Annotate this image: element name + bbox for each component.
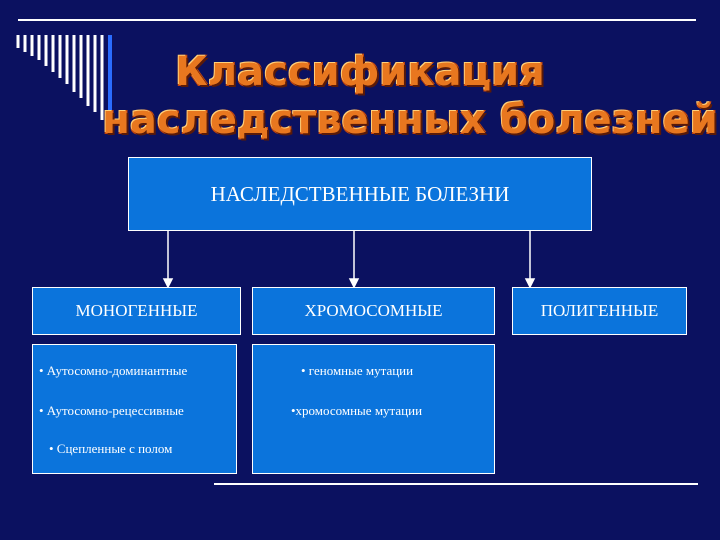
- root-node: НАСЛЕДСТВЕННЫЕ БОЛЕЗНИ: [128, 157, 592, 231]
- slide-title-line2: наследственных болезней: [102, 97, 718, 143]
- category-label: ХРОМОСОМНЫЕ: [304, 301, 443, 320]
- root-label: НАСЛЕДСТВЕННЫЕ БОЛЕЗНИ: [210, 181, 510, 206]
- list-item: • Сцепленные с полом: [49, 441, 173, 456]
- category-monogenic: МОНОГЕННЫЕ: [32, 287, 241, 335]
- list-item: • Аутосомно-рецессивные: [39, 403, 184, 418]
- chromosomal-list: • геномные мутации •хромосомные мутации: [252, 344, 495, 474]
- category-polygenic: ПОЛИГЕННЫЕ: [512, 287, 687, 335]
- list-item: • геномные мутации: [301, 363, 414, 378]
- list-item: •хромосомные мутации: [291, 403, 423, 418]
- slide-title-line1: Классификация: [175, 49, 545, 95]
- list-item: • Аутосомно-доминантные: [39, 363, 188, 378]
- category-label: МОНОГЕННЫЕ: [75, 301, 198, 320]
- monogenic-list: • Аутосомно-доминантные • Аутосомно-реце…: [32, 344, 237, 474]
- category-label: ПОЛИГЕННЫЕ: [540, 301, 659, 320]
- category-chromosomal: ХРОМОСОМНЫЕ: [252, 287, 495, 335]
